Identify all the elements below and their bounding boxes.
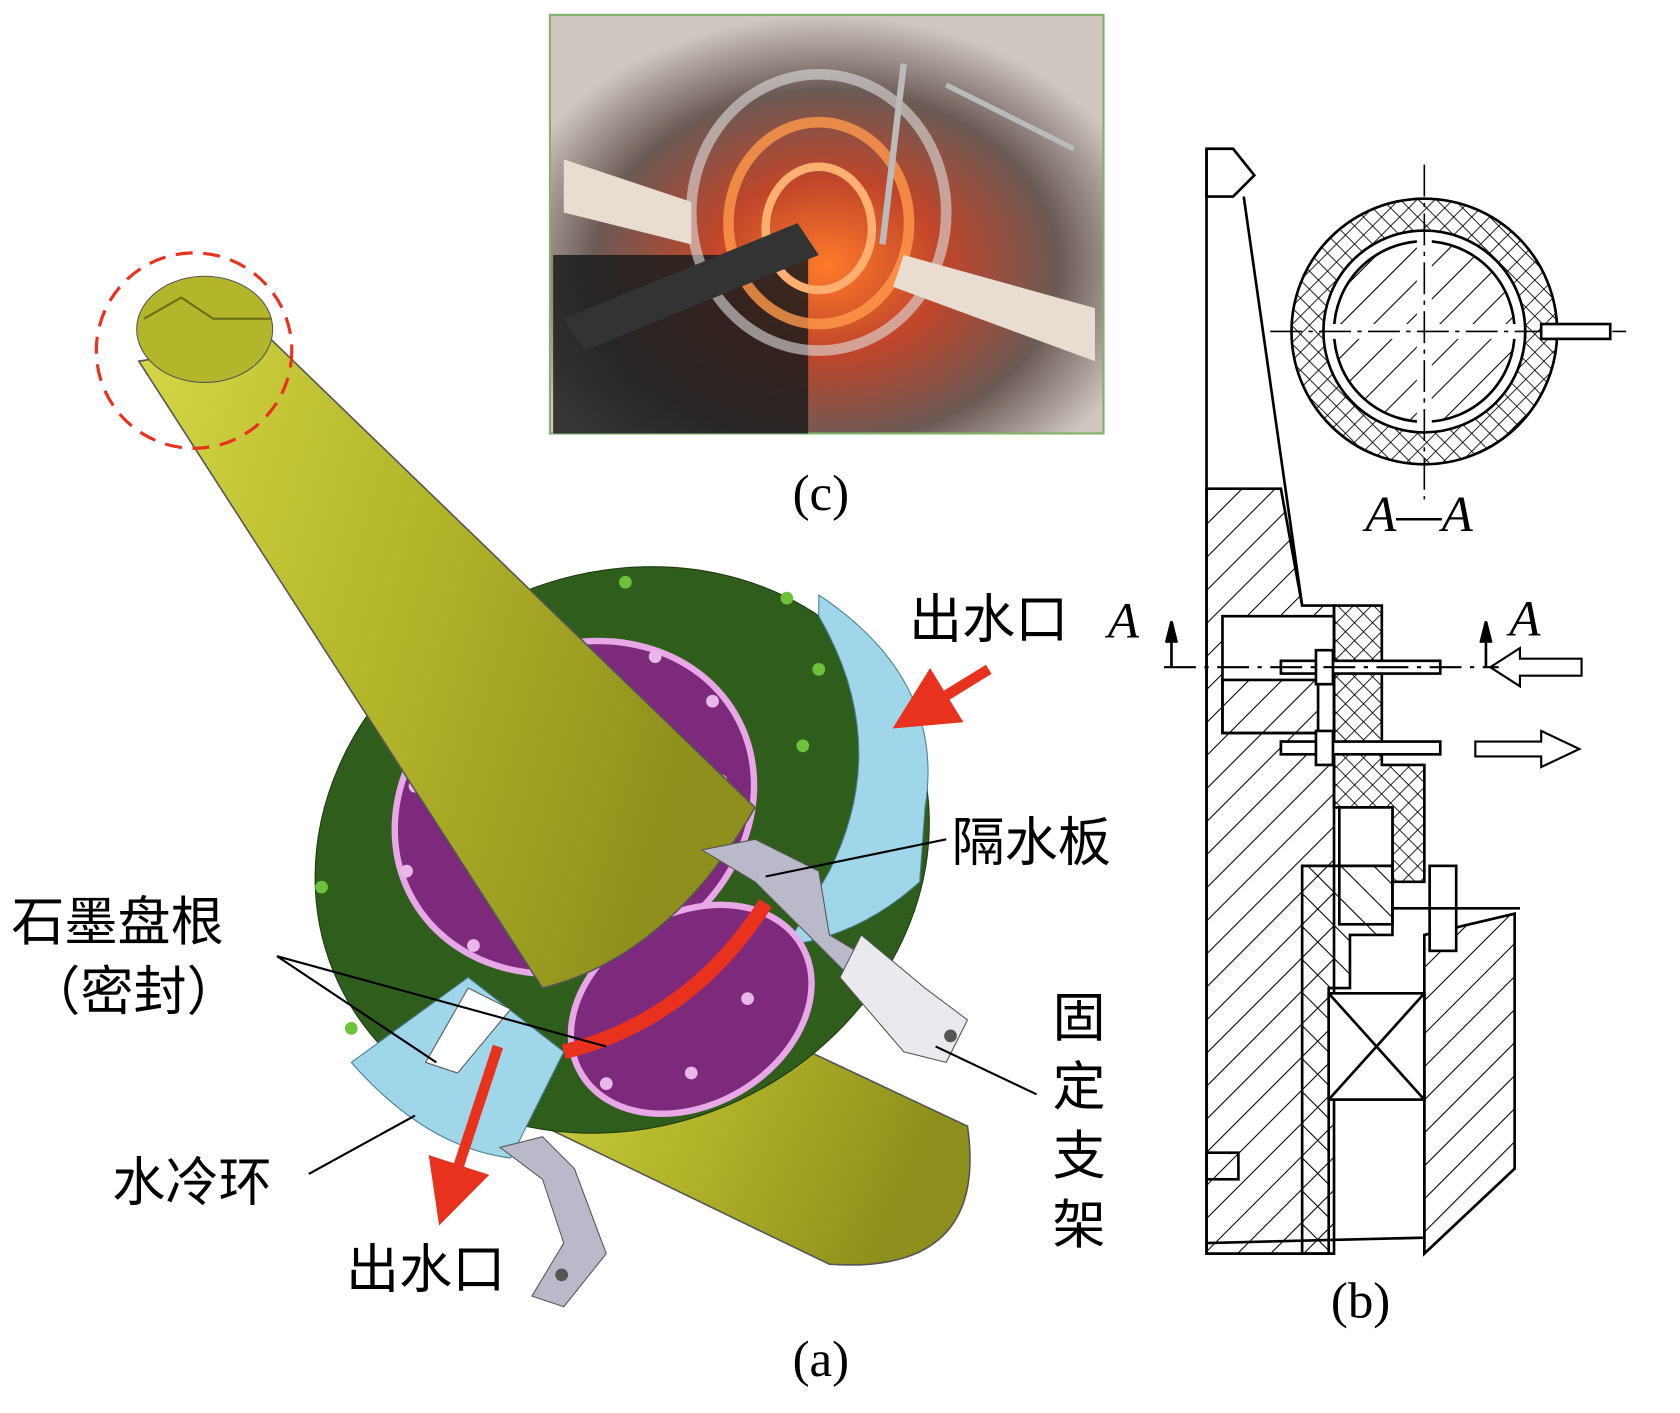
svg-text:支: 支: [1052, 1125, 1105, 1187]
label-seal: （密封）: [27, 960, 239, 1022]
label-divider-plate: 隔水板: [952, 812, 1111, 874]
cone-tip: [136, 275, 274, 383]
water-outlet-arrow-bottom: [428, 1044, 503, 1226]
graphite-packing-seal: [561, 899, 772, 1059]
label-graphite-packing: 石墨盘根: [11, 891, 223, 953]
label-outlet-bottom: 出水口: [346, 1239, 505, 1301]
label-section-aa: A—A: [1362, 487, 1473, 543]
highlight-circle: [94, 251, 294, 450]
svg-text:架: 架: [1052, 1194, 1105, 1256]
label-fixed-bracket: 固 定 支 架: [1052, 987, 1105, 1256]
induction-heating-photo: [548, 13, 1105, 435]
panel-b-label: (b): [1331, 1273, 1390, 1329]
label-outlet-top: 出水口: [909, 588, 1068, 650]
panel-a-label: (a): [793, 1332, 850, 1388]
label-cooling-ring: 水冷环: [112, 1152, 271, 1214]
label-section-a-right: A: [1506, 591, 1541, 647]
cross-section-drawing: [1164, 147, 1627, 1257]
fixed-bracket-lower: [498, 1136, 607, 1308]
water-outlet-arrow-top: [892, 664, 992, 729]
svg-text:定: 定: [1052, 1056, 1105, 1118]
panel-c-label: (c): [793, 466, 850, 522]
label-section-a-left: A: [1105, 593, 1140, 649]
cooling-device-model: [94, 251, 1037, 1308]
svg-text:固: 固: [1052, 987, 1105, 1049]
cone: [137, 339, 757, 989]
fixed-bracket-upper: [839, 934, 969, 1064]
